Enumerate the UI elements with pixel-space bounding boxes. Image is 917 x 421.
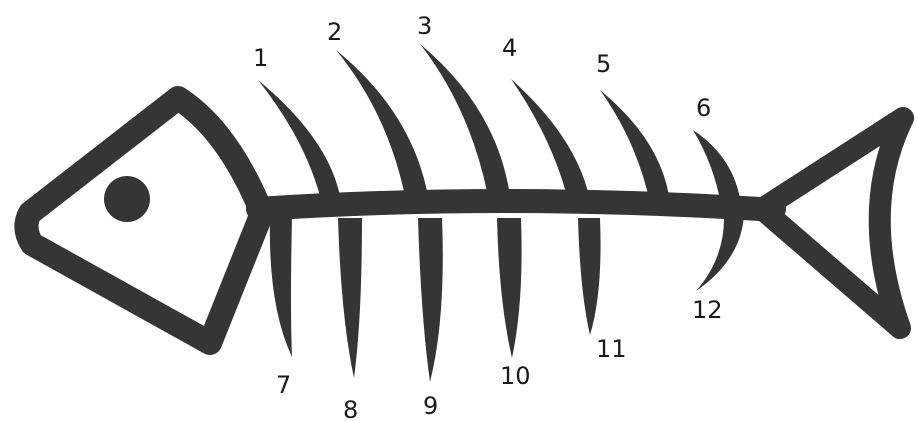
label-8: 8 [343,396,358,421]
rib-2 [336,50,428,196]
top-labels: 1 2 3 4 5 6 [253,12,711,122]
label-2: 2 [327,18,342,46]
bottom-labels: 7 8 9 10 11 12 [276,296,723,421]
rib-3 [420,44,510,196]
rib-9 [418,218,443,382]
label-5: 5 [596,50,611,78]
rib-5 [600,90,670,203]
rib-10 [497,218,522,358]
label-11: 11 [596,335,627,363]
rib-4 [511,79,590,200]
label-1: 1 [253,44,268,72]
label-10: 10 [500,362,531,390]
rib-7 [270,218,292,357]
rib-12 [696,215,744,291]
fish-head-outline [26,98,262,343]
label-3: 3 [417,12,432,40]
rib-1 [258,80,340,196]
fish-eye [104,176,150,222]
fish-tail [762,118,903,328]
label-7: 7 [276,371,291,399]
label-12: 12 [692,296,723,324]
label-4: 4 [502,34,517,62]
fish-spine [258,201,774,209]
label-9: 9 [423,392,438,420]
rib-8 [338,218,362,378]
lower-ribs [270,215,744,382]
label-6: 6 [696,94,711,122]
rib-11 [578,218,601,335]
upper-ribs [258,44,741,205]
